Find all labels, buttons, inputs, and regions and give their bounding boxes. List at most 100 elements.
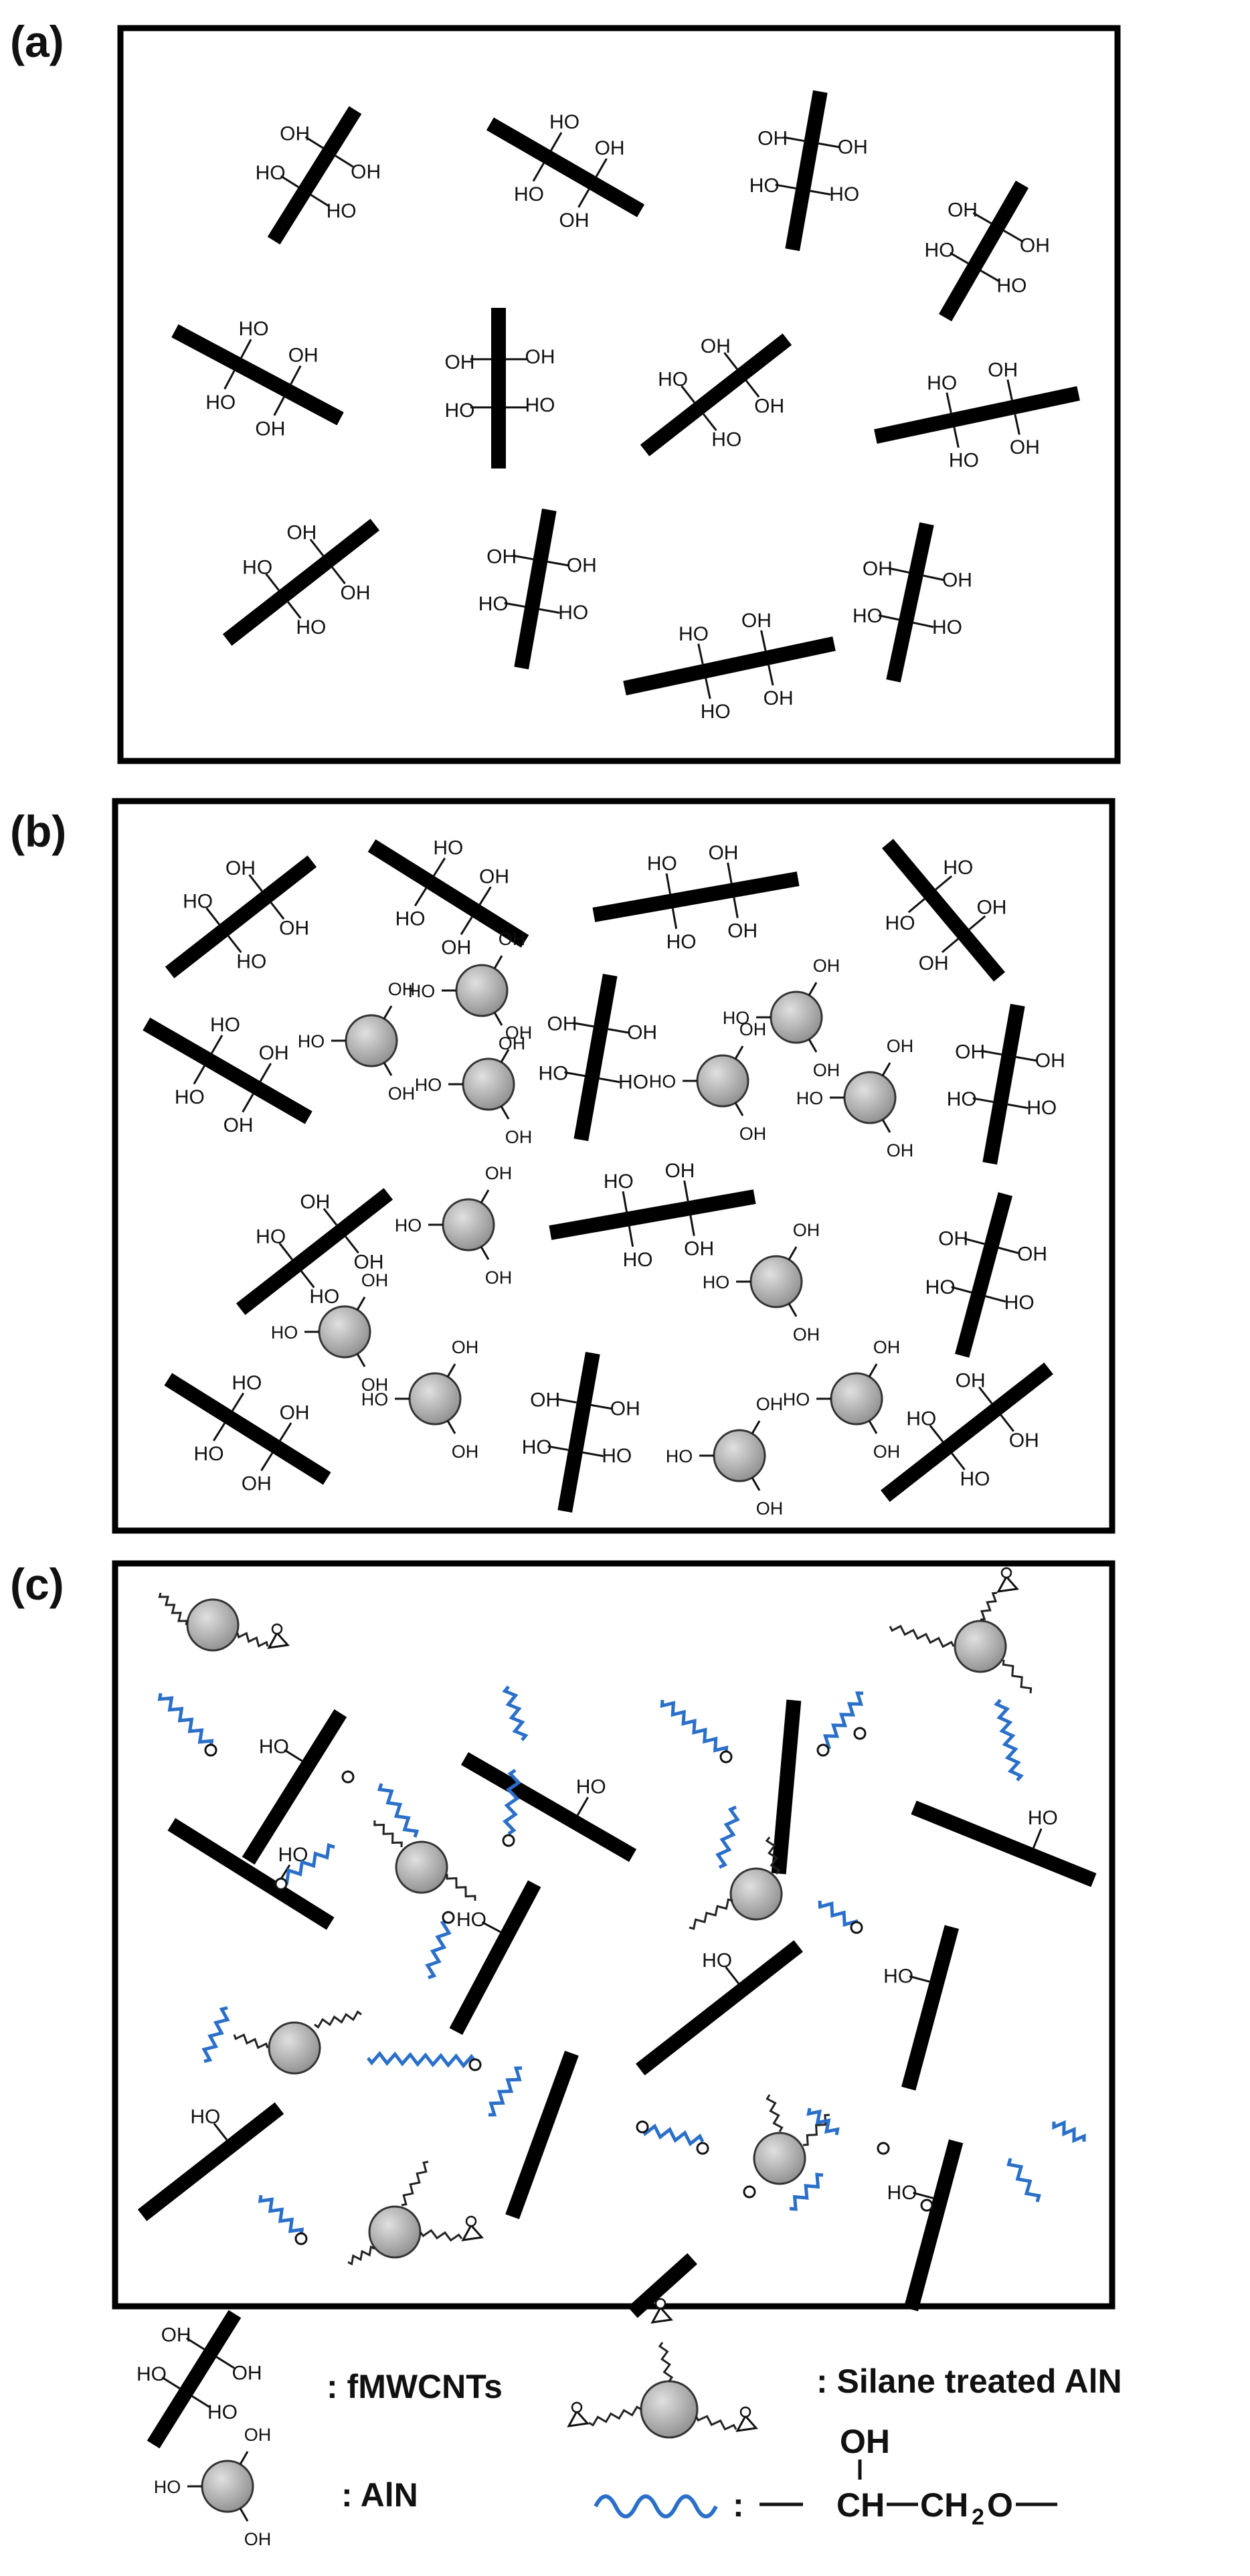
- particle-body: [462, 1057, 515, 1111]
- hydroxyl-label: HO: [623, 1249, 653, 1271]
- hydroxyl-label: OH: [452, 1442, 479, 1462]
- hydroxyl-label: HO: [538, 1062, 568, 1084]
- hydroxyl-label: OH: [288, 345, 319, 367]
- nanotube-bar: [592, 871, 800, 922]
- hydroxyl-label: OH: [948, 199, 978, 222]
- particle-body: [770, 991, 823, 1044]
- hydroxyl-label: HO: [949, 450, 979, 472]
- hydroxyl-bond: [573, 1021, 594, 1028]
- silane-chain: [889, 1624, 955, 1648]
- hydroxyl-bond: [248, 874, 263, 892]
- hydroxyl-label: OH: [341, 582, 371, 604]
- hydroxyl-label: OH: [255, 418, 285, 440]
- hydroxyl-label: OH: [741, 610, 772, 632]
- epoxide-ring: [567, 2409, 590, 2427]
- particle-body: [753, 2132, 806, 2185]
- hydroxyl-label: OH: [701, 335, 731, 357]
- ether-oxygen: [294, 2232, 308, 2245]
- polymer-chain: [488, 2066, 523, 2117]
- hydroxyl-label: HO: [666, 931, 697, 953]
- hydroxyl-bond: [725, 1966, 739, 1984]
- hydroxyl-label: OH: [499, 1033, 526, 1053]
- hydroxyl-bond: [211, 1035, 224, 1054]
- hydroxyl-label: HO: [711, 428, 741, 450]
- hydroxyl-label: OH: [567, 554, 597, 576]
- hydroxyl-bond: [935, 875, 953, 891]
- hydroxyl-label: HO: [829, 183, 859, 205]
- epoxide-group: [267, 1623, 290, 1649]
- silane-chain: [695, 2415, 737, 2431]
- hydroxyl-bond: [985, 1295, 1006, 1303]
- panel-c-label: (c): [10, 1559, 64, 1609]
- hydroxyl-bond: [665, 873, 671, 894]
- hydroxyl-bond: [215, 2356, 235, 2369]
- hydroxyl-label: OH: [739, 1019, 767, 1039]
- hydroxyl-label: HO: [242, 556, 272, 578]
- hydroxyl-label: HO: [679, 623, 709, 645]
- polymer-chain: [157, 1693, 214, 1747]
- panel-b-frame: [112, 798, 1115, 1534]
- hydroxyl-bond: [608, 1028, 629, 1034]
- legend-chain-ch2o: CH: [920, 2486, 968, 2524]
- hydroxyl-bond: [323, 1207, 338, 1226]
- polymer-chain: [818, 1900, 859, 1928]
- hydroxyl-bond: [868, 1420, 878, 1434]
- polymer-chain: [1006, 2158, 1041, 2203]
- fmwcnt: [771, 1699, 802, 1875]
- hydroxyl-bond: [161, 2376, 181, 2389]
- hydroxyl-label: OH: [388, 979, 416, 999]
- nanotube-bar: [623, 636, 836, 696]
- hydroxyl-bond: [734, 1102, 744, 1116]
- aln-particle: [753, 2132, 806, 2185]
- hydroxyl-bond: [775, 183, 796, 189]
- hydroxyl-label: OH: [242, 1472, 272, 1494]
- nanotube-bar: [628, 2253, 697, 2318]
- hydroxyl-bond: [1003, 230, 1022, 242]
- hydroxyl-label: OH: [887, 1140, 914, 1161]
- hydroxyl-label: HO: [647, 853, 677, 875]
- hydroxyl-label: HO: [190, 2106, 220, 2128]
- hydroxyl-bond: [972, 211, 992, 224]
- nanotube-bar: [143, 1017, 312, 1124]
- hydroxyl-bond: [913, 2192, 933, 2199]
- epoxide-group: [461, 2215, 484, 2241]
- hydroxyl-bond: [356, 1296, 366, 1310]
- hydroxyl-bond: [727, 862, 733, 883]
- silane-chain: [765, 1836, 781, 1875]
- nanotube-bar: [881, 1362, 1053, 1502]
- hydroxyl-bond: [1014, 414, 1020, 435]
- hydroxyl-bond: [191, 2395, 211, 2409]
- fmwcnt: HO: [242, 1709, 347, 1865]
- hydroxyl-bond: [941, 938, 959, 953]
- hydroxyl-label: HO: [1028, 1807, 1058, 1829]
- hydroxyl-label: HO: [478, 593, 509, 615]
- hydroxyl-bond: [205, 907, 220, 926]
- hydroxyl-label: OH: [1035, 1049, 1065, 1071]
- hydroxyl-bond: [1007, 1103, 1029, 1110]
- hydroxyl-bond: [481, 1921, 501, 1934]
- hydroxyl-label: OH: [739, 1124, 767, 1144]
- hydroxyl-bond: [808, 1039, 818, 1053]
- hydroxyl-label: OH: [351, 161, 381, 183]
- legend-aln-label: : AlN: [341, 2476, 418, 2514]
- hydroxyl-bond: [239, 2508, 249, 2522]
- hydroxyl-bond: [345, 1235, 359, 1254]
- hydroxyl-bond: [810, 189, 831, 196]
- hydroxyl-bond: [683, 1180, 689, 1201]
- nanotube-bar: [874, 386, 1080, 444]
- hydroxyl-label: OH: [486, 545, 517, 568]
- silane-chain: [446, 1873, 476, 1901]
- hydroxyl-label: HO: [702, 1950, 732, 1972]
- silane-chain: [236, 1632, 269, 1648]
